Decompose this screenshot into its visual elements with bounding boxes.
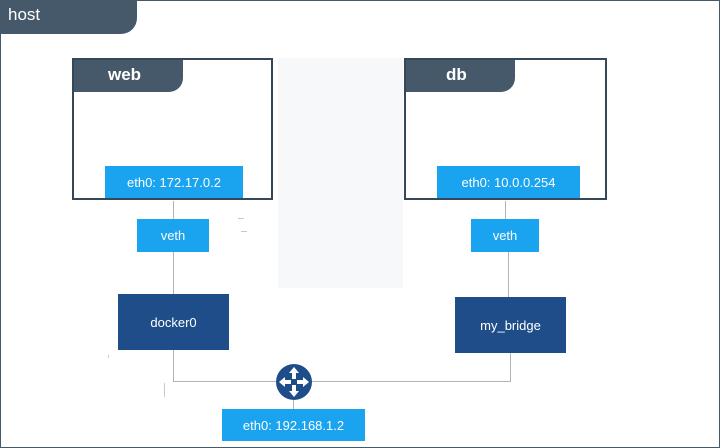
router-to-bridge-horizontal-wire — [312, 381, 511, 382]
router-to-interface-wire — [293, 400, 294, 411]
web-container-label: web — [108, 65, 142, 84]
web-veth-chip: veth — [137, 219, 209, 252]
veth-to-bridge-wire — [508, 252, 509, 298]
tick-mark — [241, 231, 247, 232]
web-container: web eth0: 172.17.0.2 — [72, 58, 273, 200]
web-container-tab: web — [74, 60, 183, 92]
background-panel — [278, 58, 403, 288]
docker0-bridge: docker0 — [118, 294, 229, 350]
veth-to-docker0-wire — [173, 252, 174, 294]
docker0-to-router-vertical-wire — [173, 350, 174, 382]
db-container-label: db — [446, 65, 467, 84]
db-container-tab: db — [406, 60, 515, 92]
db-interface-chip: eth0: 10.0.0.254 — [437, 166, 580, 198]
tick-mark — [164, 383, 165, 397]
my-bridge-bridge: my_bridge — [455, 297, 566, 353]
docker0-to-router-horizontal-wire — [173, 381, 276, 382]
bridge-to-router-vertical-wire — [510, 353, 511, 382]
web-to-veth-wire — [173, 201, 174, 220]
db-to-veth-wire — [505, 201, 506, 220]
host-label: host — [8, 5, 41, 24]
host-interface-chip: eth0: 192.168.1.2 — [222, 409, 365, 441]
host-tab: host — [0, 0, 137, 34]
router-icon — [275, 363, 313, 401]
tick-mark — [108, 355, 109, 358]
db-veth-chip: veth — [471, 219, 539, 252]
db-container: db eth0: 10.0.0.254 — [404, 58, 607, 200]
web-interface-chip: eth0: 172.17.0.2 — [105, 166, 243, 198]
tick-mark — [238, 218, 244, 219]
